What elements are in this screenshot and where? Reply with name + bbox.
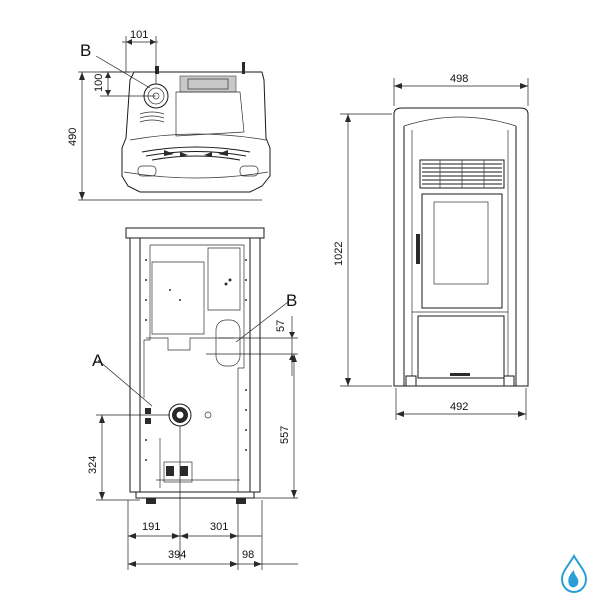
dim-back-side-offset: 98 xyxy=(242,549,254,561)
dim-back-a-left: 191 xyxy=(142,521,160,533)
water-drop-flame-icon xyxy=(560,554,588,594)
dim-front-bottom-width: 492 xyxy=(450,401,468,413)
top-vent-left xyxy=(139,111,165,123)
dim-front-height: 1022 xyxy=(333,242,345,266)
dim-back-b-gap: 57 xyxy=(275,320,287,332)
front-dimension-lines xyxy=(340,78,529,420)
top-dimension-lines xyxy=(78,36,262,201)
top-view: 101 100 490 B xyxy=(67,29,271,201)
top-vent-front xyxy=(141,146,251,161)
dim-back-width: 394 xyxy=(168,549,186,561)
dim-front-top-width: 498 xyxy=(450,73,468,85)
back-rivets xyxy=(145,259,247,461)
label-a-back: A xyxy=(92,351,104,370)
back-dimension-lines xyxy=(96,301,298,570)
front-view: 498 1022 492 xyxy=(333,73,529,420)
dim-back-b-height: 557 xyxy=(279,426,291,444)
label-b-back: B xyxy=(286,291,297,310)
back-view: 57 557 324 191 301 394 98 B A xyxy=(87,227,298,570)
dim-top-height-offset: 100 xyxy=(93,74,105,92)
dim-top-width-offset: 101 xyxy=(130,29,148,41)
dim-top-depth: 490 xyxy=(67,128,79,146)
front-grille xyxy=(419,159,505,189)
label-b-top: B xyxy=(80,41,91,60)
dim-back-a-right: 301 xyxy=(210,521,228,533)
dim-back-a-height: 324 xyxy=(87,456,99,474)
